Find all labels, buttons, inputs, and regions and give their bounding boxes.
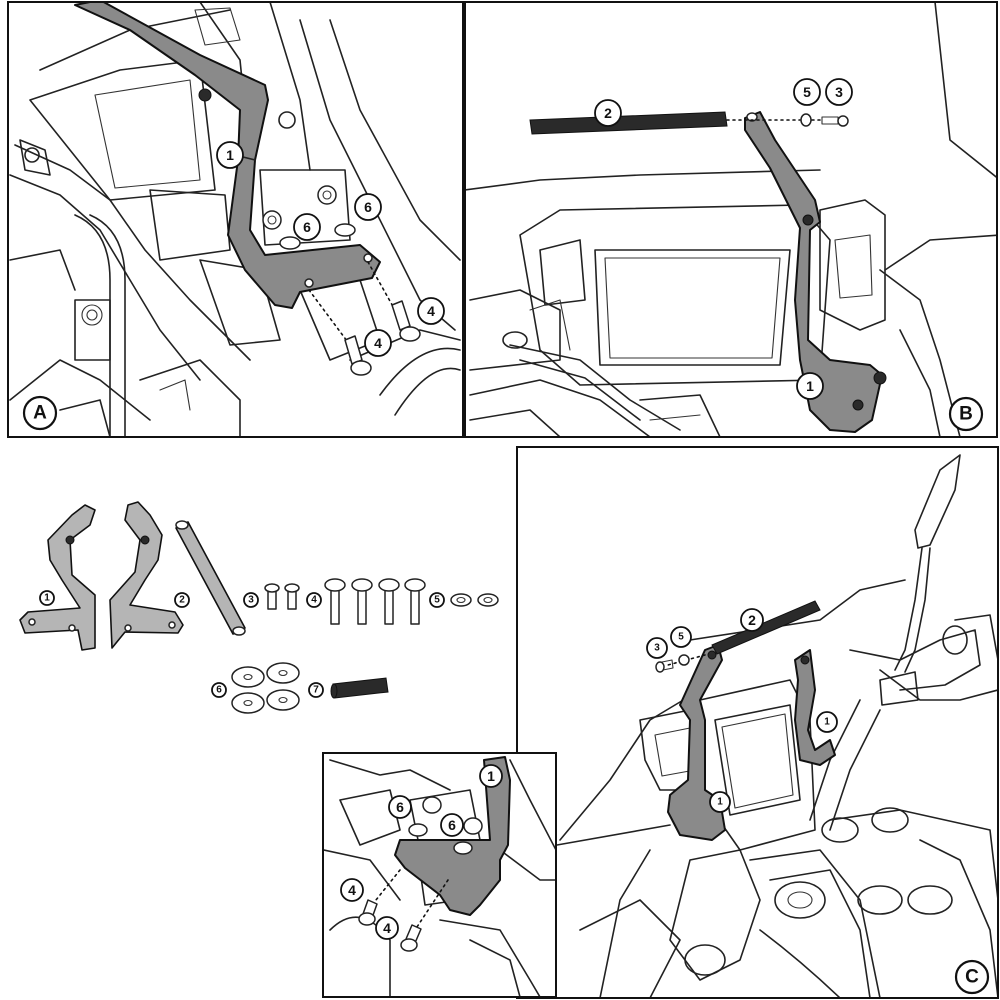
svg-text:A: A <box>33 403 47 424</box>
svg-text:5: 5 <box>678 632 684 643</box>
detail-leader-line <box>556 824 671 846</box>
svg-text:1: 1 <box>717 797 723 808</box>
svg-text:2: 2 <box>179 595 185 606</box>
part-2-crossbar: 2 <box>174 520 246 636</box>
panel-a-motorcycle-drawing <box>9 3 461 436</box>
svg-text:4: 4 <box>427 303 435 319</box>
svg-text:4: 4 <box>311 595 317 606</box>
detail-inset: 1 6 6 4 4 <box>322 752 557 998</box>
callout-1: 1 <box>479 764 503 788</box>
svg-text:6: 6 <box>396 799 404 815</box>
washer-part <box>279 236 301 250</box>
crossbar-part <box>711 600 821 655</box>
callout-6: 6 <box>440 813 464 837</box>
panel-letter-c: C <box>954 959 990 995</box>
svg-text:7: 7 <box>313 685 319 696</box>
callout-1: 1 <box>709 791 731 813</box>
bracket-part <box>74 3 381 309</box>
callout-4: 4 <box>375 916 399 940</box>
svg-text:2: 2 <box>604 105 612 121</box>
callout-5: 5 <box>793 78 821 106</box>
washer-part <box>453 841 473 855</box>
part-3-short-screws: 3 <box>243 583 300 610</box>
callout-1: 1 <box>816 711 838 733</box>
callout-5: 5 <box>670 626 692 648</box>
bolt-part <box>391 300 421 342</box>
washer-part <box>408 823 428 837</box>
svg-text:1: 1 <box>487 768 495 784</box>
callout-1: 1 <box>796 372 824 400</box>
callout-6: 6 <box>293 213 321 241</box>
svg-text:1: 1 <box>806 378 814 394</box>
panel-letter-a: A <box>22 395 58 431</box>
callout-6: 6 <box>388 795 412 819</box>
callout-2: 2 <box>740 608 764 632</box>
panel-b: 2 5 3 1 B <box>464 1 998 438</box>
nut-part <box>800 113 812 127</box>
bracket-part <box>394 756 511 916</box>
bracket-part <box>744 111 883 433</box>
panel-c-frame <box>516 446 999 999</box>
panel-b-motorcycle-drawing <box>466 3 996 436</box>
crossbar-part <box>529 111 728 135</box>
callout-4: 4 <box>417 297 445 325</box>
parts-list: 1 2 3 4 <box>19 501 499 714</box>
bolt-part <box>344 335 372 376</box>
callout-2: 2 <box>594 99 622 127</box>
callout-3: 3 <box>646 637 668 659</box>
panel-c: 2 3 5 1 1 C <box>516 446 999 999</box>
washer-part <box>334 223 356 237</box>
svg-text:3: 3 <box>654 643 660 654</box>
callout-4: 4 <box>340 878 364 902</box>
svg-text:B: B <box>959 404 973 425</box>
svg-text:4: 4 <box>383 920 391 936</box>
panel-a: 1 6 6 4 4 A <box>7 1 464 438</box>
part-7-rubber-sleeve: 7 <box>308 677 389 699</box>
bolt-part <box>400 924 422 952</box>
svg-text:3: 3 <box>248 595 254 606</box>
part-1-bracket-pair: 1 <box>19 501 184 651</box>
svg-text:4: 4 <box>348 882 356 898</box>
bolt-part <box>358 899 378 926</box>
svg-text:6: 6 <box>216 685 222 696</box>
svg-text:1: 1 <box>44 593 50 604</box>
panel-c-motorcycle-drawing <box>559 454 997 997</box>
screw-part <box>821 115 849 127</box>
panel-letter-b: B <box>948 396 984 432</box>
svg-text:3: 3 <box>835 84 843 100</box>
part-4-long-bolts: 4 <box>306 578 426 625</box>
svg-text:5: 5 <box>434 595 440 606</box>
part-6-washers: 6 <box>211 662 300 714</box>
bracket-part <box>667 644 726 841</box>
callout-3: 3 <box>825 78 853 106</box>
callout-1: 1 <box>216 141 256 169</box>
svg-text:6: 6 <box>448 817 456 833</box>
part-5-nuts: 5 <box>429 592 499 608</box>
svg-text:C: C <box>965 967 979 988</box>
screw-part <box>655 659 674 673</box>
svg-text:6: 6 <box>364 199 372 215</box>
svg-text:2: 2 <box>748 612 756 628</box>
callout-6: 6 <box>354 193 382 221</box>
svg-text:6: 6 <box>303 219 311 235</box>
svg-text:1: 1 <box>824 717 830 728</box>
svg-text:4: 4 <box>374 335 382 351</box>
detail-inset-drawing <box>324 756 555 996</box>
nut-part <box>678 654 690 666</box>
svg-text:5: 5 <box>803 84 811 100</box>
bracket-part <box>794 649 836 766</box>
svg-text:1: 1 <box>226 147 234 163</box>
callout-4: 4 <box>364 329 392 357</box>
